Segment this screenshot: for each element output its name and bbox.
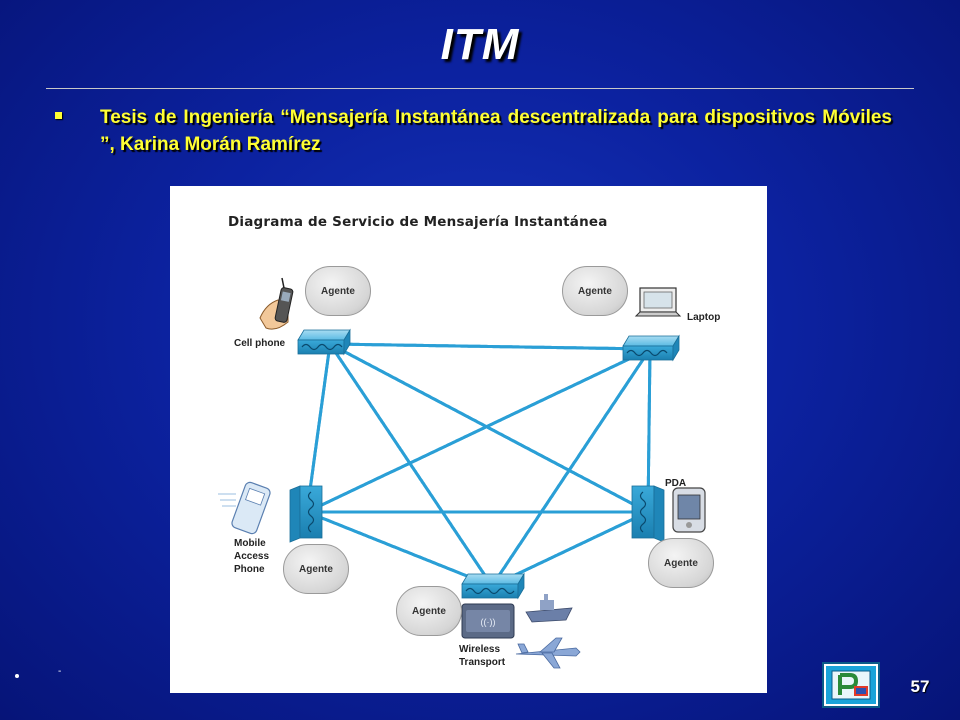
switch-wireless-icon xyxy=(461,572,525,600)
wireless-transport-label-2: Transport xyxy=(459,657,506,668)
switch-laptop-icon xyxy=(622,334,680,362)
secondary-bullet-text: - xyxy=(58,666,62,677)
helix-link-strand xyxy=(490,347,652,588)
secondary-bullet-marker xyxy=(15,674,19,678)
slide-title: ITM xyxy=(440,20,520,69)
helix-link-strand xyxy=(305,342,332,514)
agent-node-bottom-right: Agente xyxy=(648,538,714,588)
bullet-marker xyxy=(55,112,62,119)
diagram-graphic: ((·)) xyxy=(218,277,706,669)
agent-node-top-left: Agente xyxy=(305,266,371,316)
switch-cellphone-icon xyxy=(297,328,351,356)
ship-icon xyxy=(525,594,573,623)
page-number: 57 xyxy=(910,677,930,696)
switch-pda-icon xyxy=(631,485,665,543)
laptop-icon xyxy=(634,287,682,317)
cell-phone-label: Cell phone xyxy=(234,338,286,349)
helix-link-strand xyxy=(328,342,650,514)
pda-icon xyxy=(672,487,706,533)
laptop-label: Laptop xyxy=(687,312,721,323)
mobile-access-phone-label-1: Mobile xyxy=(234,538,266,549)
agent-node-bottom-left: Agente xyxy=(283,544,349,594)
helix-link-strand xyxy=(328,342,494,588)
mobile-access-phone-label-2: Access xyxy=(234,551,270,562)
helix-link-strand xyxy=(328,342,652,351)
institution-logo-icon xyxy=(824,664,878,706)
agent-node-bottom-center: Agente xyxy=(396,586,462,636)
wireless-transport-unit-icon: ((·)) xyxy=(461,603,515,639)
helix-links xyxy=(305,342,652,588)
hand-cellphone-icon xyxy=(259,277,294,330)
mobile-access-phone-label-3: Phone xyxy=(234,564,265,575)
agent-node-top-right: Agente xyxy=(562,266,628,316)
switch-mobile-access-icon xyxy=(289,485,323,543)
helix-link-strand xyxy=(646,347,652,514)
bullet-text: Tesis de Ingeniería “Mensajería Instantá… xyxy=(100,107,892,155)
title-divider xyxy=(46,88,914,89)
diagram-title: Diagrama de Servicio de Mensajería Insta… xyxy=(228,214,608,230)
diagram-figure: ((·)) xyxy=(170,186,767,693)
helix-link-strand xyxy=(305,510,494,588)
wireless-transport-label-1: Wireless xyxy=(459,644,501,655)
helix-link-strand xyxy=(305,347,652,514)
mobile-access-phone-icon xyxy=(218,481,271,535)
svg-text:((·)): ((·)) xyxy=(481,617,496,627)
airplane-icon xyxy=(515,637,581,669)
pda-label: PDA xyxy=(665,478,687,489)
